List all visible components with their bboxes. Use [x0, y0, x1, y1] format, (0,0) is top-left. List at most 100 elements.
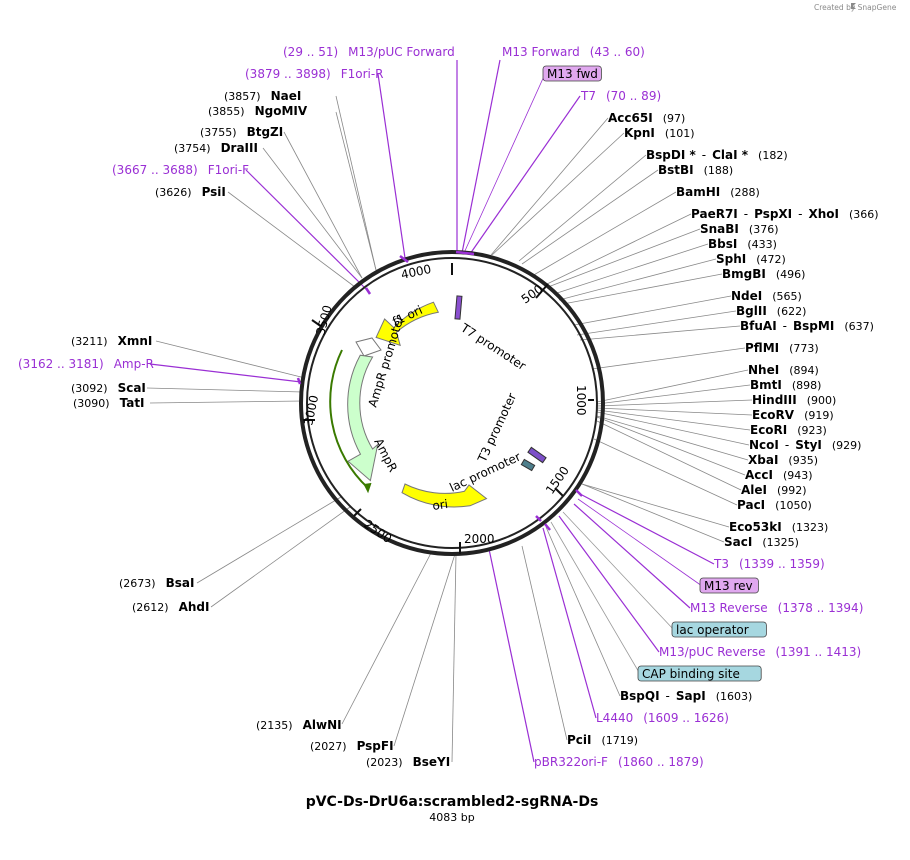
label-text: (2612)AhdI	[132, 600, 209, 614]
label-part: (1391 .. 1413)	[776, 645, 862, 659]
label-kpni[interactable]: KpnI(101)	[624, 126, 695, 140]
label-bseyi[interactable]: (2023)BseYI	[366, 755, 450, 769]
label-text: SphI(472)	[716, 252, 786, 266]
label-text: lac operator	[676, 623, 749, 637]
label-text: (3879 .. 3898)F1ori-R	[245, 67, 384, 81]
label-text: (3855)NgoMIV	[208, 104, 308, 118]
label-bspdi-clai[interactable]: BspDI *-ClaI *(182)	[646, 148, 788, 162]
label-alwni[interactable]: (2135)AlwNI	[256, 718, 342, 732]
leader-line	[550, 521, 641, 675]
label-acci[interactable]: AccI(943)	[745, 468, 813, 482]
label-bglii[interactable]: BglII(622)	[736, 304, 806, 318]
leader-line	[579, 325, 741, 341]
label-ahdi[interactable]: (2612)AhdI	[132, 600, 209, 614]
label-part: BmgBI	[722, 267, 766, 281]
label-pcii[interactable]: PciI(1719)	[567, 733, 638, 747]
label-part: (1719)	[602, 734, 639, 747]
label-snabi[interactable]: SnaBI(376)	[700, 222, 779, 236]
label-m13-fwd-primer[interactable]: M13 Forward(43 .. 60)	[502, 45, 645, 59]
label-pbr322ori-f[interactable]: pBR322ori-F(1860 .. 1879)	[534, 755, 704, 769]
label-part: M13 Forward	[502, 45, 580, 59]
label-text: PaeR7I-PspXI-XhoI(366)	[691, 207, 879, 221]
label-m13-fwd-box[interactable]: M13 fwd	[542, 65, 602, 82]
label-f1ori-f[interactable]: (3667 .. 3688)F1ori-F	[112, 163, 249, 177]
label-cap-binding[interactable]: CAP binding site	[637, 665, 762, 682]
label-part: -	[783, 319, 787, 333]
label-ndei[interactable]: NdeI(565)	[731, 289, 802, 303]
label-psii[interactable]: (3626)PsiI	[155, 185, 226, 199]
leader-line	[596, 411, 750, 446]
label-bstbi[interactable]: BstBI(188)	[658, 163, 733, 177]
label-bsai[interactable]: (2673)BsaI	[119, 576, 194, 590]
leader-line	[461, 59, 501, 254]
leader-line	[490, 117, 609, 256]
label-text: Eco53kI(1323)	[729, 520, 828, 534]
label-part: NdeI	[731, 289, 762, 303]
snapgene-logo-icon	[851, 3, 856, 9]
label-hindiii[interactable]: HindIII(900)	[752, 393, 836, 407]
label-alei[interactable]: AleI(992)	[741, 483, 807, 497]
leader-line	[283, 131, 363, 279]
label-part: F1ori-F	[208, 163, 249, 177]
label-m13-rev-box[interactable]: M13 rev	[699, 577, 759, 594]
label-t3-primer[interactable]: T3(1339 .. 1359)	[713, 557, 825, 571]
label-nhei[interactable]: NheI(894)	[748, 363, 819, 377]
label-xbai[interactable]: XbaI(935)	[748, 453, 818, 467]
label-part: BspQI	[620, 689, 660, 703]
label-bamhi[interactable]: BamHI(288)	[676, 185, 760, 199]
label-l4440[interactable]: L4440(1609 .. 1626)	[596, 711, 729, 725]
label-bmti[interactable]: BmtI(898)	[750, 378, 821, 392]
label-part: (472)	[756, 253, 786, 266]
label-part: BbsI	[708, 237, 737, 251]
leader-line	[573, 503, 691, 609]
label-ecorv[interactable]: EcoRV(919)	[752, 408, 834, 422]
label-m13puc-rev[interactable]: M13/pUC Reverse(1391 .. 1413)	[659, 645, 861, 659]
leader-line	[393, 553, 456, 747]
label-amp-r[interactable]: (3162 .. 3181)Amp-R	[18, 357, 154, 371]
label-bbsi[interactable]: BbsI(433)	[708, 237, 777, 251]
label-eco53ki[interactable]: Eco53kI(1323)	[729, 520, 828, 534]
label-part: Amp-R	[114, 357, 154, 371]
label-part: (3092)	[71, 382, 108, 395]
label-part: (1609 .. 1626)	[643, 711, 729, 725]
label-t7-primer[interactable]: T7(70 .. 89)	[580, 89, 661, 103]
primer-site-mark	[544, 523, 551, 531]
label-sphi[interactable]: SphI(472)	[716, 252, 786, 266]
label-part: XmnI	[118, 334, 153, 348]
label-text: pBR322ori-F(1860 .. 1879)	[534, 755, 704, 769]
label-text: BbsI(433)	[708, 237, 777, 251]
label-m13-reverse[interactable]: M13 Reverse(1378 .. 1394)	[690, 601, 863, 615]
label-nael[interactable]: (3857)NaeI	[224, 89, 301, 103]
label-bmgbi[interactable]: BmgBI(496)	[722, 267, 805, 281]
label-xmni[interactable]: (3211)XmnI	[71, 334, 152, 348]
label-draiii[interactable]: (3754)DraIII	[174, 141, 258, 155]
label-part: KpnI	[624, 126, 655, 140]
label-scai[interactable]: (3092)ScaI	[71, 381, 146, 395]
label-acc65i[interactable]: Acc65I(97)	[608, 111, 685, 125]
label-bspqi-sapi[interactable]: BspQI-SapI(1603)	[620, 689, 752, 703]
label-btgzi[interactable]: (3755)BtgZI	[200, 125, 283, 139]
leader-line	[596, 407, 753, 416]
label-part: (1603)	[716, 690, 753, 703]
ori-feature[interactable]: ori	[401, 483, 488, 513]
label-paer7i-group[interactable]: PaeR7I-PspXI-XhoI(366)	[691, 207, 879, 221]
label-ncoi-styi[interactable]: NcoI-StyI(929)	[749, 438, 861, 452]
label-m13puc-fwd[interactable]: (29 .. 51)M13/pUC Forward	[283, 45, 455, 59]
label-part: (3755)	[200, 126, 237, 139]
label-part: (1378 .. 1394)	[778, 601, 864, 615]
t7-promoter-feature[interactable]: T7 promoter	[454, 295, 529, 373]
label-pspfi[interactable]: (2027)PspFI	[310, 739, 394, 753]
label-tati[interactable]: (3090)TatI	[73, 396, 145, 410]
label-part: (773)	[789, 342, 819, 355]
label-paci[interactable]: PacI(1050)	[737, 498, 812, 512]
label-bfuai-bspmi[interactable]: BfuAI-BspMI(637)	[740, 319, 874, 333]
label-f1ori-r[interactable]: (3879 .. 3898)F1ori-R	[245, 67, 384, 81]
label-part: (2027)	[310, 740, 347, 753]
label-pflmi[interactable]: PflMI(773)	[745, 341, 819, 355]
label-ecori[interactable]: EcoRI(923)	[750, 423, 827, 437]
label-text: KpnI(101)	[624, 126, 695, 140]
label-ngomiv[interactable]: (3855)NgoMIV	[208, 104, 308, 118]
label-part: (992)	[777, 484, 807, 497]
label-saci[interactable]: SacI(1325)	[724, 535, 799, 549]
label-lac-operator[interactable]: lac operator	[671, 621, 767, 638]
